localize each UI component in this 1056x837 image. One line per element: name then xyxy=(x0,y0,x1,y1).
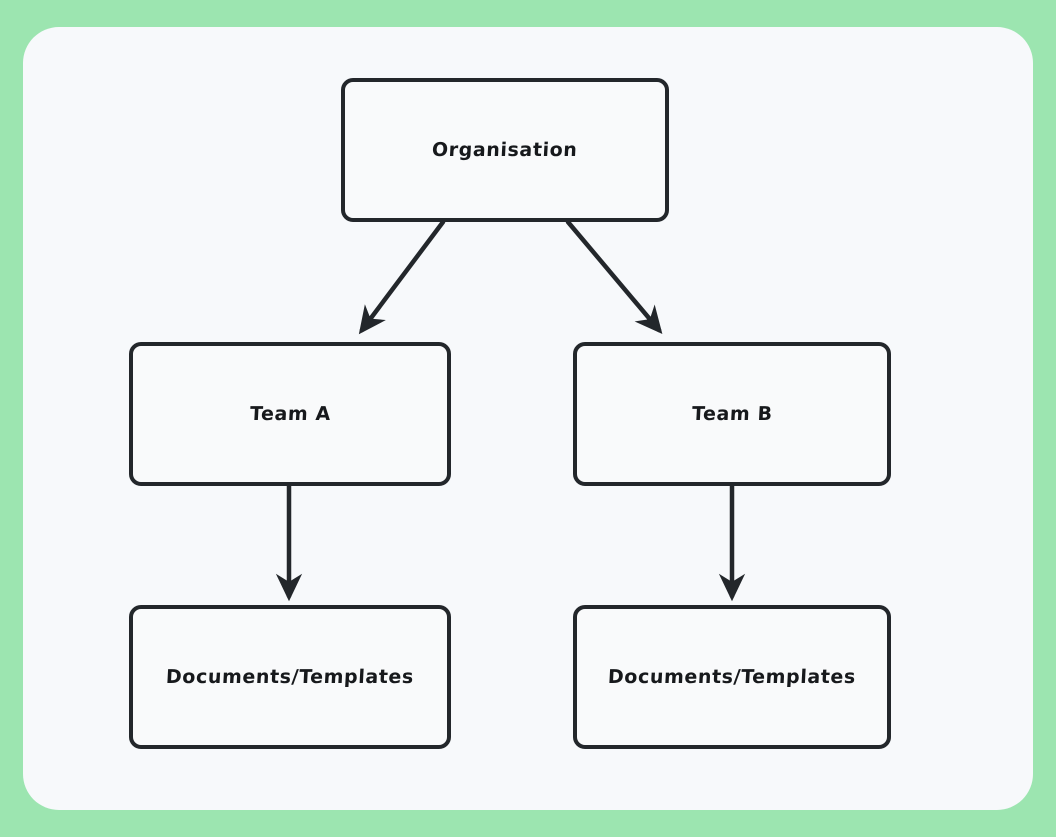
edge-organisation-to-team-a xyxy=(358,219,446,335)
node-organisation[interactable]: Organisation xyxy=(341,78,669,222)
node-documents-templates-b[interactable]: Documents/Templates xyxy=(573,605,891,749)
node-documents-templates-a[interactable]: Documents/Templates xyxy=(129,605,451,749)
edge-organisation-to-team-b xyxy=(565,219,663,335)
node-team-a-label: Team A xyxy=(248,403,332,425)
node-team-b-label: Team B xyxy=(691,403,773,425)
node-organisation-label: Organisation xyxy=(431,139,579,161)
node-team-a[interactable]: Team A xyxy=(129,342,451,486)
node-documents-templates-a-label: Documents/Templates xyxy=(165,666,415,688)
node-team-b[interactable]: Team B xyxy=(573,342,891,486)
node-documents-templates-b-label: Documents/Templates xyxy=(607,666,857,688)
